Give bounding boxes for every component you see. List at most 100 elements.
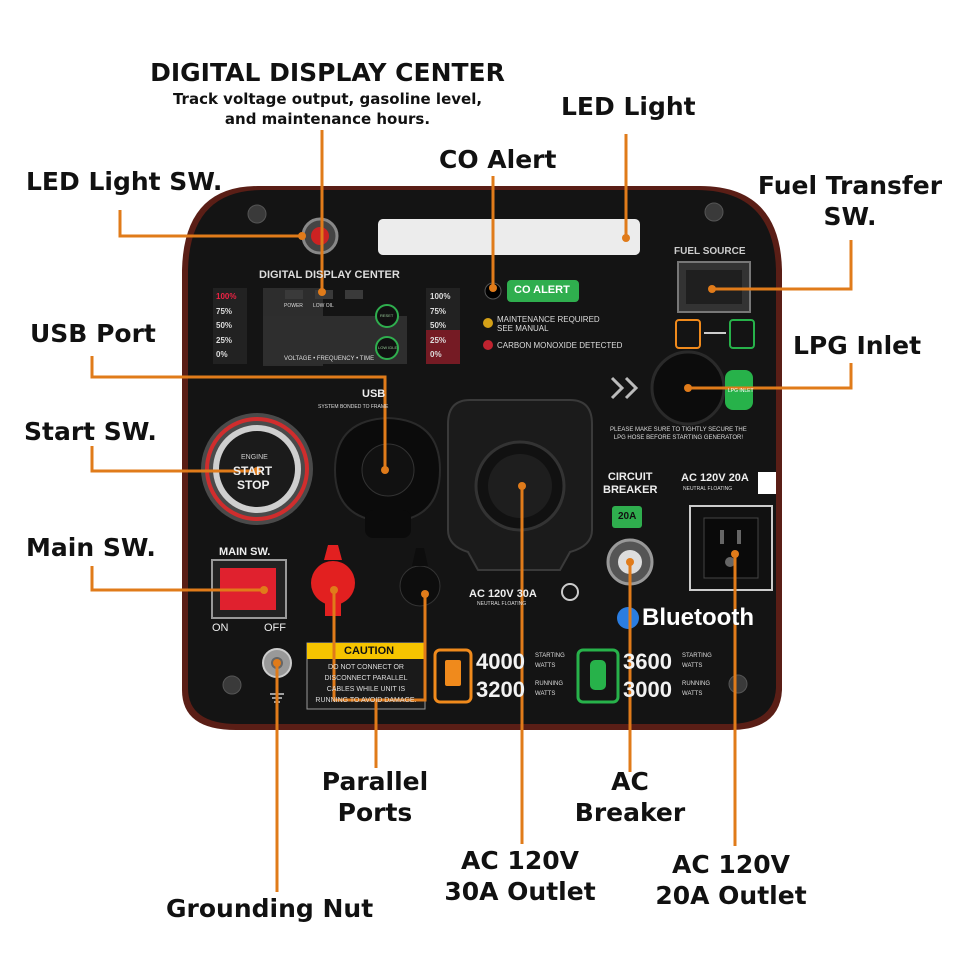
callout-line: 30A Outlet xyxy=(444,877,596,907)
gas-level: 0% xyxy=(216,350,228,359)
start-label: START xyxy=(233,464,273,478)
lpg-starting-unit: STARTING WATTS xyxy=(682,651,712,671)
callout-fuel-transfer: Fuel Transfer SW. xyxy=(752,170,948,233)
co-detected-text: CARBON MONOXIDE DETECTED xyxy=(497,341,623,350)
gas-level-labels: 100% 75% 50% 25% 0% xyxy=(216,290,236,363)
co-alert-badge xyxy=(507,280,579,302)
lpg-level: 100% xyxy=(430,292,451,301)
unit-line: RUNNING xyxy=(535,681,563,687)
stop-label: STOP xyxy=(237,478,270,492)
caution-line: DISCONNECT PARALLEL xyxy=(324,675,408,682)
callout-led-light: LED Light xyxy=(561,92,696,121)
co-alert-badge-text: CO ALERT xyxy=(514,284,570,296)
lpg-level-labels: 100% 75% 50% 25% 0% xyxy=(430,290,450,363)
callout-line: Parallel xyxy=(321,767,429,796)
breaker-rating: 20A xyxy=(618,511,637,522)
unit-line: WATTS xyxy=(535,691,556,697)
lpg-note-line: LPG HOSE BEFORE STARTING GENERATOR! xyxy=(613,435,743,441)
gas-level: 25% xyxy=(216,335,233,345)
engine-label: ENGINE xyxy=(241,454,268,461)
caution-line: CABLES WHILE UNIT IS xyxy=(326,686,406,693)
display-footer: VOLTAGE • FREQUENCY • TIME xyxy=(284,356,375,362)
usb-note: SYSTEM BONDED TO FRAME xyxy=(318,404,389,410)
callout-line: Ports xyxy=(337,798,413,828)
gas-running-watts: 3200 xyxy=(476,677,525,702)
callout-line: AC 120V xyxy=(461,846,579,875)
callout-line: AC xyxy=(611,767,649,796)
callout-parallel-ports: Parallel Ports xyxy=(300,766,450,829)
reset-label: RESET xyxy=(380,313,394,318)
parallel-port-red xyxy=(311,561,355,605)
ac30-panel-label: AC 120V 30A xyxy=(469,588,537,600)
caution-text: DO NOT CONNECT OR DISCONNECT PARALLEL CA… xyxy=(312,662,420,706)
sub-line: and maintenance hours. xyxy=(224,109,431,128)
breaker-line: BREAKER xyxy=(603,484,658,496)
lpg-note-line: PLEASE MAKE SURE TO TIGHTLY SECURE THE xyxy=(610,427,747,433)
callout-main-sw: Main SW. xyxy=(26,533,156,562)
lpg-starting-watts: 3600 xyxy=(623,649,672,674)
callout-lpg-inlet: LPG Inlet xyxy=(793,331,922,360)
lpg-inlet-panel-label: LPG INLET xyxy=(728,388,754,394)
lpg-level: 0% xyxy=(430,350,442,359)
callout-ac-30a: AC 120V 30A Outlet xyxy=(430,845,610,908)
unit-line: RUNNING xyxy=(682,681,710,687)
maintenance-line: SEE MANUAL xyxy=(497,324,549,333)
unit-line: WATTS xyxy=(535,663,556,669)
unit-line: WATTS xyxy=(682,691,703,697)
fuel-source-label: FUEL SOURCE xyxy=(674,246,746,257)
caution-title: CAUTION xyxy=(344,645,395,657)
off-label: OFF xyxy=(264,622,286,634)
lpg-running-unit: RUNNING WATTS xyxy=(682,679,710,699)
power-indicator-label: POWER xyxy=(284,303,303,309)
unit-line: WATTS xyxy=(682,663,703,669)
callout-line: 20A Outlet xyxy=(655,881,807,911)
callout-line: Fuel Transfer xyxy=(757,171,943,200)
main-sw-panel-label: MAIN SW. xyxy=(219,546,271,558)
led-light-bar xyxy=(378,219,640,255)
circuit-line: CIRCUIT xyxy=(607,471,653,483)
outlet-icon xyxy=(758,472,776,494)
callout-start-sw: Start SW. xyxy=(24,417,157,446)
lpg-running-watts: 3000 xyxy=(623,677,672,702)
gas-level: 50% xyxy=(216,321,233,330)
ac20-panel-sub: NEUTRAL FLOATING xyxy=(683,486,733,492)
lpg-level: 75% xyxy=(430,306,447,316)
callout-usb-port: USB Port xyxy=(30,319,156,348)
lpg-tank-icon xyxy=(725,370,753,410)
gas-level: 75% xyxy=(216,306,233,316)
caution-line: DO NOT CONNECT OR xyxy=(328,664,404,671)
leader-lines xyxy=(90,130,853,892)
unit-line: STARTING xyxy=(682,653,712,659)
ac20-panel-label: AC 120V 20A xyxy=(681,472,749,484)
gas-starting-watts: 4000 xyxy=(476,649,525,674)
maintenance-line: MAINTENANCE REQUIRED xyxy=(497,315,600,324)
callout-digital-display: DIGITAL DISPLAY CENTER xyxy=(150,58,505,87)
display-title: DIGITAL DISPLAY CENTER xyxy=(259,269,400,281)
gas-running-unit: RUNNING WATTS xyxy=(535,679,563,699)
low-idle-button xyxy=(375,336,399,360)
gas-pump-icon xyxy=(433,648,473,704)
ac30-panel-sub: NEUTRAL FLOATING xyxy=(477,601,527,607)
bluetooth-icon xyxy=(617,607,639,629)
circuit-breaker-label: CIRCUIT BREAKER xyxy=(603,471,657,497)
gas-gauge xyxy=(213,288,247,364)
parallel-port-black xyxy=(399,565,441,607)
callout-line: SW. xyxy=(823,202,877,232)
reset-button xyxy=(375,304,399,328)
lpg-level: 50% xyxy=(430,321,447,330)
gas-starting-unit: STARTING WATTS xyxy=(535,651,565,671)
on-label: ON xyxy=(212,622,229,634)
unit-line: STARTING xyxy=(535,653,565,659)
usb-label: USB xyxy=(362,388,386,400)
caution-line: RUNNING TO AVOID DAMAGE. xyxy=(315,697,417,704)
callout-grounding-nut: Grounding Nut xyxy=(166,894,374,923)
callout-led-light-sw: LED Light SW. xyxy=(26,167,223,196)
callout-digital-display-sub: Track voltage output, gasoline level, an… xyxy=(150,90,505,129)
callout-ac-20a: AC 120V 20A Outlet xyxy=(644,849,818,912)
gas-level: 100% xyxy=(216,292,237,301)
lpg-note: PLEASE MAKE SURE TO TIGHTLY SECURE THE L… xyxy=(610,426,747,442)
maintenance-required-text: MAINTENANCE REQUIRED SEE MANUAL xyxy=(497,315,600,333)
lpg-level: 25% xyxy=(430,335,447,345)
callout-co-alert: CO Alert xyxy=(439,145,557,174)
